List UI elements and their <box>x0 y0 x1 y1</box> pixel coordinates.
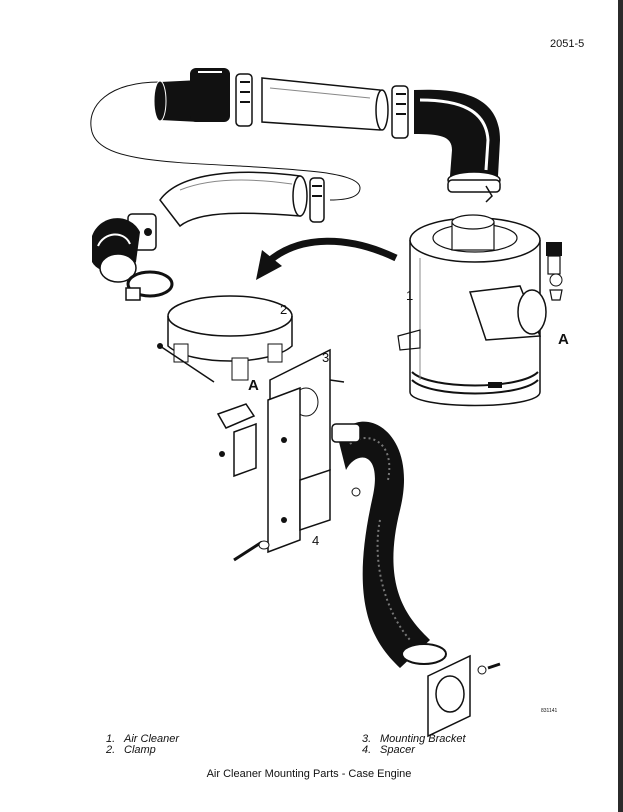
vacuator-fitting <box>546 242 563 301</box>
legend-item-3: 3. Mounting Bracket <box>362 733 466 745</box>
connector-tube <box>261 77 389 131</box>
corrugated-intake-hose <box>331 421 447 668</box>
callout-4: 4 <box>312 533 319 548</box>
document-number: 2051-5 <box>550 38 585 50</box>
viewer-edge <box>618 0 623 812</box>
legend-label: Mounting Bracket <box>380 733 466 745</box>
rubber-elbow-lower-left <box>92 218 140 283</box>
hose-clamp-mid <box>309 177 325 223</box>
callout-2: 2 <box>280 302 287 317</box>
rubber-elbow-upper-right <box>414 89 501 203</box>
air-cleaner-body <box>397 214 541 407</box>
callout-3: 3 <box>322 350 329 365</box>
hose-clamp-left-2 <box>125 270 174 301</box>
curved-intake-hose <box>159 171 308 228</box>
figure-caption: Air Cleaner Mounting Parts - Case Engine <box>206 768 412 780</box>
spacer-upper <box>216 403 257 478</box>
legend-number: 3. <box>362 733 372 745</box>
inlet-flange-adapter <box>427 654 501 738</box>
mounting-bracket <box>267 348 345 554</box>
hose-clamp-upper-2 <box>391 85 409 139</box>
legend-item-2: 2. Clamp <box>106 744 156 756</box>
clamp-band <box>157 295 293 383</box>
callout-1: 1 <box>406 288 413 303</box>
legend-number: 1. <box>106 733 116 745</box>
air-cleaner-outlet-port <box>468 285 547 341</box>
legend-number: 2. <box>106 744 116 756</box>
callout-a-bracket: A <box>248 377 259 394</box>
rubber-elbow-upper-left <box>153 68 230 122</box>
legend-label: Clamp <box>124 744 156 756</box>
callout-a-cleaner: A <box>558 331 569 348</box>
legend-number: 4. <box>362 744 372 756</box>
hose-routing-line <box>90 81 361 201</box>
legend-item-4: 4. Spacer <box>362 744 415 756</box>
figure-id: 831141 <box>541 708 558 714</box>
hose-clamp-upper-1 <box>235 73 253 127</box>
exploded-parts-illustration: 1 2 3 4 A A <box>90 68 569 738</box>
direction-arrow <box>265 237 398 265</box>
legend-label: Spacer <box>380 744 415 756</box>
spacer-lower <box>299 468 331 532</box>
legend-label: Air Cleaner <box>124 733 180 745</box>
mounting-bolt <box>219 451 361 562</box>
legend-item-1: 1. Air Cleaner <box>106 733 179 745</box>
